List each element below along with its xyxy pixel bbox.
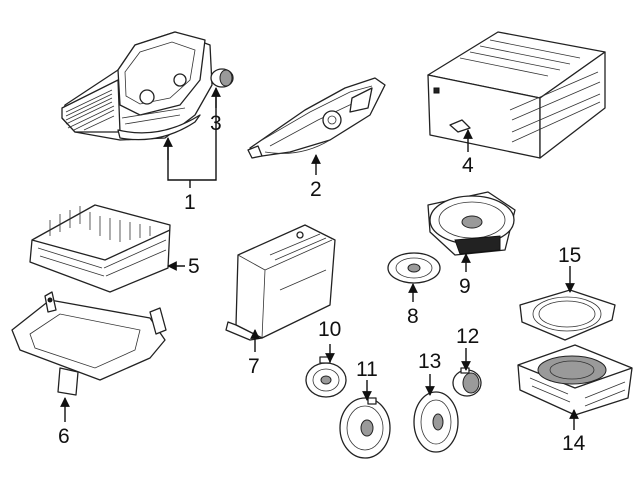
part-12-tweeter <box>452 367 482 397</box>
callout-12: 12 <box>456 325 479 348</box>
part-15-speaker-gasket <box>519 289 616 341</box>
part-1-radio-head-unit <box>61 31 213 141</box>
part-7-control-module <box>225 224 336 341</box>
part-8-tweeter-speaker <box>387 252 441 284</box>
callout-4: 4 <box>462 154 474 177</box>
part-13-door-speaker <box>413 391 459 453</box>
part-4-navigation-unit <box>427 31 606 159</box>
part-2-control-panel <box>247 77 386 159</box>
callout-13: 13 <box>418 350 441 373</box>
callout-11: 11 <box>356 358 378 381</box>
callout-3: 3 <box>210 112 222 135</box>
callout-numbers: 1 2 3 4 5 6 7 8 9 10 11 12 13 14 15 <box>58 112 586 455</box>
callout-7: 7 <box>248 355 260 378</box>
part-5-amplifier <box>29 204 171 293</box>
part-9-midrange-speaker <box>427 191 516 256</box>
callout-9: 9 <box>459 275 471 298</box>
callout-2: 2 <box>310 178 322 201</box>
callout-1: 1 <box>184 191 196 214</box>
callout-8: 8 <box>407 305 419 328</box>
callout-14: 14 <box>562 432 586 455</box>
callout-6: 6 <box>58 425 70 448</box>
part-14-subwoofer <box>517 344 633 416</box>
callout-5: 5 <box>188 255 200 278</box>
part-3-knob <box>210 68 234 88</box>
part-10-speaker <box>305 356 347 398</box>
part-6-mounting-bracket <box>11 291 167 396</box>
leader-lines <box>60 87 579 430</box>
part-11-door-speaker <box>339 397 391 459</box>
callout-15: 15 <box>558 244 581 267</box>
callout-10: 10 <box>318 318 341 341</box>
